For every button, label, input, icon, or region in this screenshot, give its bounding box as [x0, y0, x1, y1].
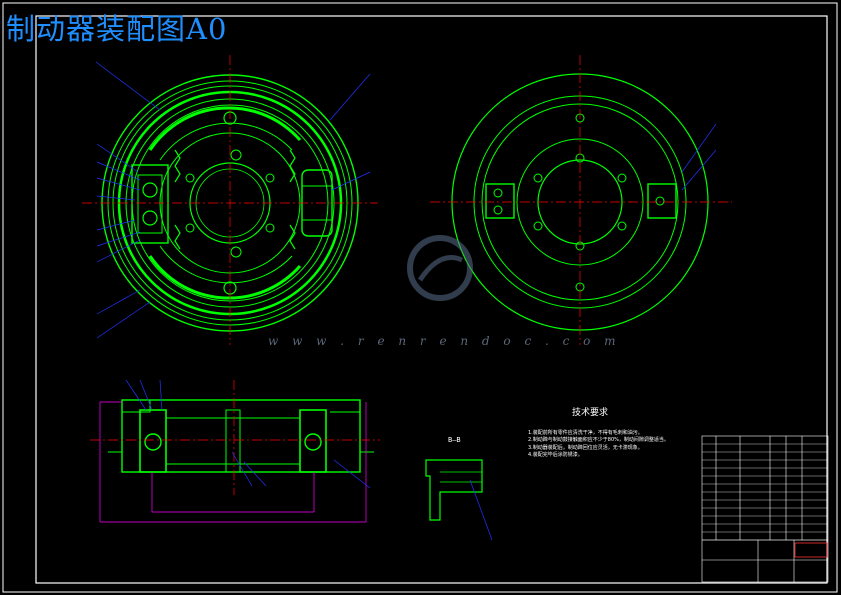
detail-leader — [469, 479, 493, 541]
technical-requirements-heading: 技术要求 — [572, 408, 609, 418]
drawing-title: 制动器装配图A0 — [6, 12, 228, 46]
tech-note: 2.制动蹄与制动鼓接触面积应不少于80%，制动间隙调整适当。 — [528, 437, 669, 444]
inner-frame — [35, 15, 828, 584]
section-view-brake-assembly — [108, 399, 374, 473]
title-block-highlight — [794, 542, 828, 558]
watermark-logo — [407, 235, 473, 301]
section-view-dimensions — [99, 401, 367, 523]
technical-requirements-notes: 1.装配前所有零件应清洗干净，不得有毛刺和油污。 2.制动蹄与制动鼓接触面积应不… — [528, 430, 688, 460]
section-bb-label: B—B — [448, 436, 461, 444]
section-view-leaders — [125, 379, 371, 489]
side-view-leaders — [681, 123, 717, 191]
front-view-centerlines — [82, 55, 378, 345]
parts-list-rows — [702, 443, 828, 541]
tech-note: 1.装配前所有零件应清洗干净，不得有毛刺和油污。 — [528, 430, 643, 436]
front-view-leaders — [95, 61, 371, 339]
detail-section-bb — [425, 459, 483, 521]
parts-list-table — [701, 435, 829, 583]
section-view-centerline — [90, 380, 380, 495]
watermark-url: w w w . r e n r e n d o c . c o m — [268, 334, 621, 348]
side-view-centerlines — [430, 55, 732, 345]
tech-note: 3.制动器装配后，制动蹄回位应灵活，无卡滞现象。 — [528, 444, 643, 451]
tech-note: 4.装配完毕后涂防锈漆。 — [528, 452, 583, 459]
